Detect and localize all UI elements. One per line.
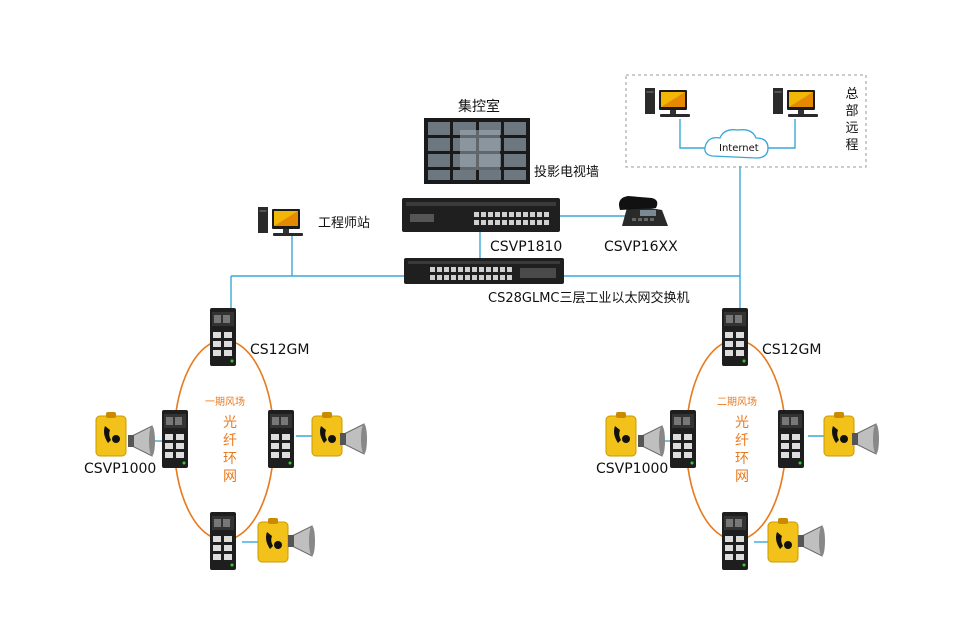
l3-switch-label: CS28GLMC三层工业以太网交换机 [488, 291, 690, 306]
switch-icon [210, 512, 236, 570]
switch-icon [722, 308, 748, 366]
emergency-phone-icon [95, 411, 127, 457]
fiber-ring-label-left: 光纤环网 [223, 415, 237, 485]
computer-icon [645, 88, 690, 117]
horn-speaker-icon [851, 423, 880, 455]
horn-speaker-icon [797, 525, 826, 557]
ring-switch-label-left: CS12GM [250, 342, 310, 358]
horn-speaker-icon [287, 525, 316, 557]
hq-remote-label: 总部远程 [845, 87, 859, 153]
csvp1810-device-icon [402, 198, 560, 232]
switch-icon [778, 410, 804, 468]
emergency-phone-icon [257, 517, 289, 563]
control-room-label: 集控室 [458, 99, 500, 115]
phase-label-right: 二期风场 [717, 397, 757, 408]
terminal-label-right: CSVP1000 [596, 461, 669, 477]
ring-switch-label-right: CS12GM [762, 342, 822, 358]
horn-speaker-icon [339, 423, 368, 455]
core-device-label: CSVP1810 [490, 239, 563, 255]
video-wall-icon [424, 118, 530, 184]
emergency-phone-icon [767, 517, 799, 563]
computer-icon [258, 207, 303, 236]
engineer-station-label: 工程师站 [318, 216, 371, 231]
emergency-phone-icon [311, 411, 343, 457]
terminal-label-left: CSVP1000 [84, 461, 157, 477]
switch-icon [268, 410, 294, 468]
switch-icon [162, 410, 188, 468]
l3-switch-icon [404, 258, 564, 284]
emergency-phone-icon [605, 411, 637, 457]
internet-label: Internet [719, 143, 759, 154]
cloud-icon [704, 129, 769, 159]
switch-icon [210, 308, 236, 366]
horn-speaker-icon [637, 425, 666, 457]
switch-icon [722, 512, 748, 570]
fiber-ring-label-right: 光纤环网 [735, 415, 749, 485]
desk-phone-label: CSVP16XX [604, 239, 678, 255]
phase-label-left: 一期风场 [205, 397, 245, 408]
desk-phone-icon [619, 196, 668, 226]
horn-speaker-icon [127, 425, 156, 457]
computer-icon [773, 88, 818, 117]
switch-icon [670, 410, 696, 468]
emergency-phone-icon [823, 411, 855, 457]
video-wall-label: 投影电视墙 [534, 165, 600, 180]
hq-remote-box [625, 74, 867, 168]
